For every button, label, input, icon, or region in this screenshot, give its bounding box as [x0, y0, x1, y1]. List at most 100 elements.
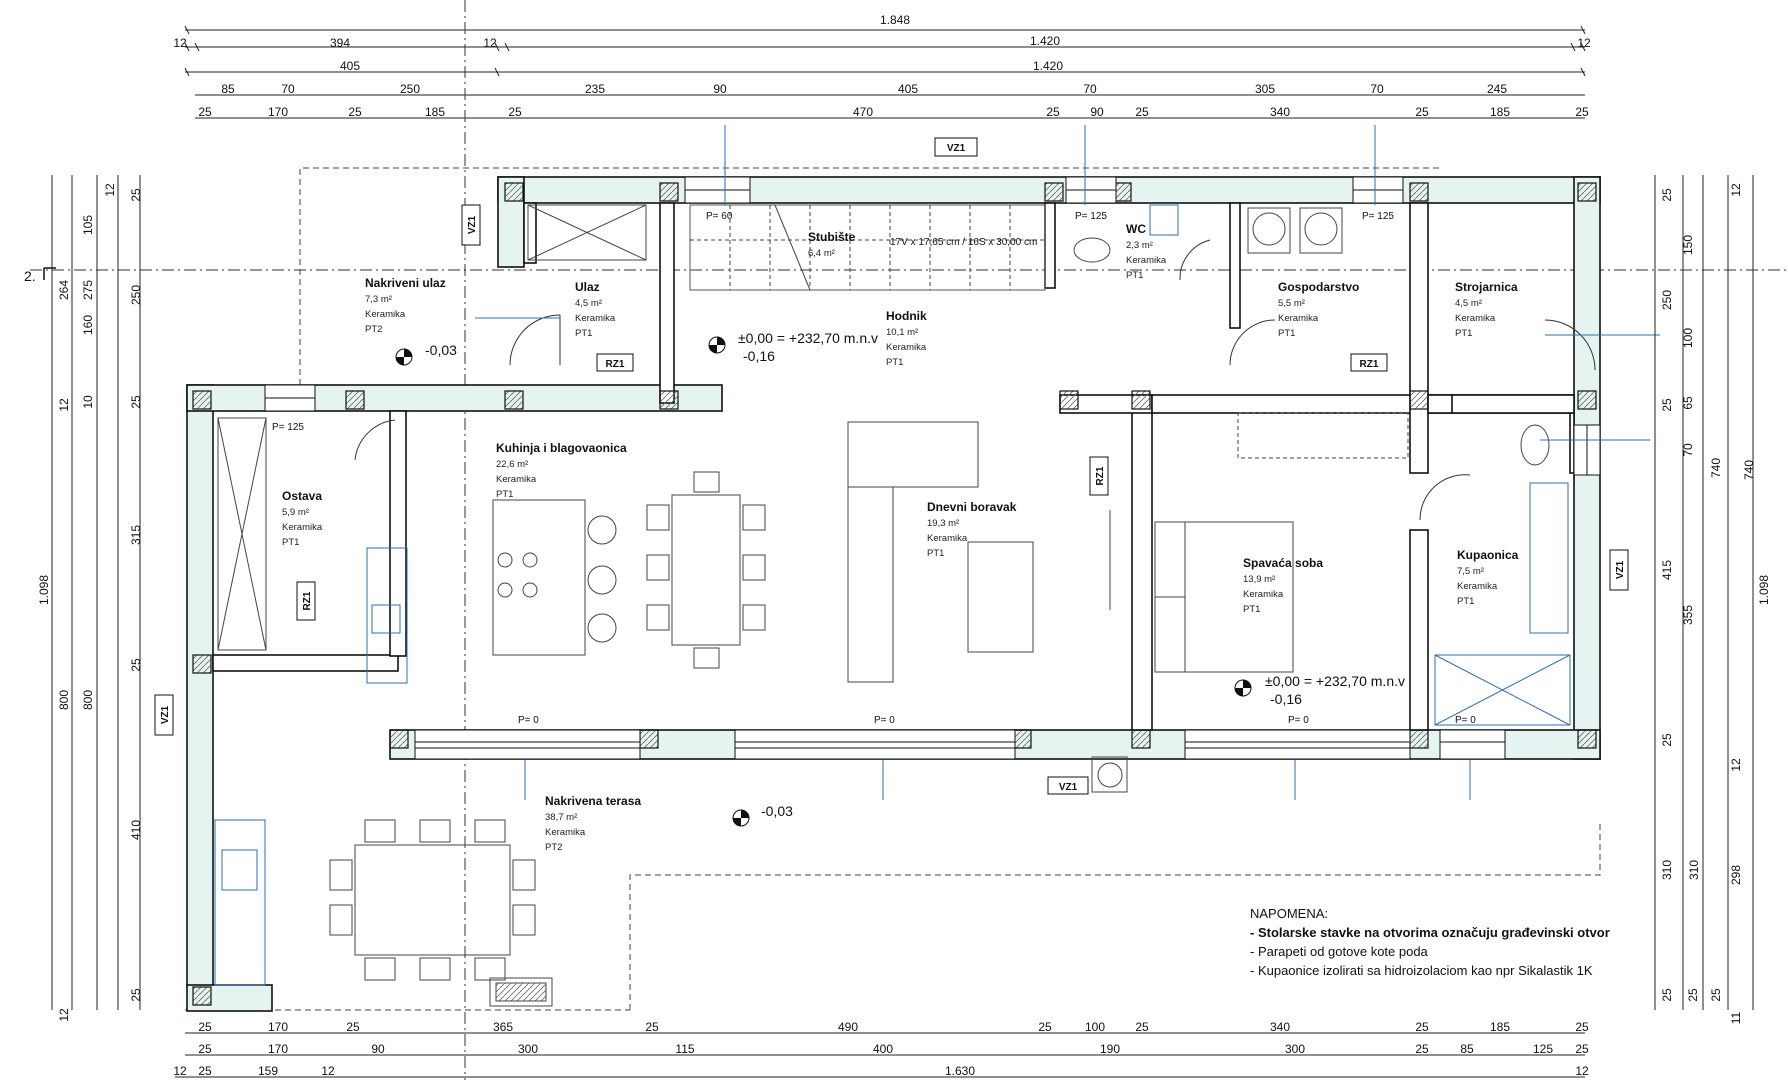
- dim-label: 25: [129, 988, 143, 1002]
- opening-p125: P= 125: [272, 422, 304, 433]
- dim-label: 394: [330, 36, 350, 50]
- dim-label: 25: [1709, 988, 1723, 1002]
- opening-p0: P= 0: [518, 715, 539, 726]
- room-code: PT1: [927, 548, 944, 559]
- tag-rz1: RZ1: [606, 359, 625, 370]
- room-name: Dnevni boravak: [927, 500, 1017, 514]
- room-code: PT1: [282, 537, 299, 548]
- opening-p125: P= 125: [1362, 211, 1394, 222]
- room-name: Ostava: [282, 489, 322, 503]
- room-code: PT1: [1243, 604, 1260, 615]
- dim-label: 1.098: [1757, 575, 1771, 605]
- dim-label: 170: [268, 1042, 288, 1056]
- stair-note: 17V x 17,65 cm / 16S x 30,00 cm: [890, 237, 1037, 248]
- dim-label: 25: [1660, 188, 1674, 202]
- top-dim-ticks: [184, 25, 1586, 77]
- dim-label: 185: [1490, 105, 1510, 119]
- room-material: Keramika: [575, 313, 616, 324]
- left-dimensions: [51, 175, 141, 1010]
- room-code: PT2: [365, 324, 382, 335]
- opening-p60: P= 60: [706, 211, 733, 222]
- right-dimensions: [1654, 175, 1754, 1010]
- dim-total-top: 1.848: [880, 13, 910, 27]
- dim-label: 410: [129, 820, 143, 840]
- room-ostava: Ostava 5,9 m² Keramika PT1: [282, 489, 323, 548]
- note-line-3: - Kupaonice izolirati sa hidroizolaciom …: [1250, 963, 1593, 978]
- top-dim-row5: 25 170 25 185 25 470 25 90 25 340 25 185…: [198, 105, 1589, 119]
- bottom-dim-row1: 25 170 25 365 25 490 25 100 25 340 25 18…: [198, 1020, 1589, 1034]
- room-area: 4,5 m²: [575, 298, 602, 309]
- dim-label: 12: [1577, 36, 1591, 50]
- dim-label: 65: [1681, 396, 1695, 410]
- level-marker-bedroom: ±0,00 = +232,70 m.n.v -0,16: [1234, 673, 1405, 707]
- dim-label: 25: [1575, 105, 1589, 119]
- room-name: Kuhinja i blagovaonica: [496, 441, 627, 455]
- blue-guides: [475, 125, 1660, 800]
- opening-labels: P= 60 P= 125 P= 125 P= 125 P= 0 P= 0 P= …: [272, 211, 1476, 726]
- tag-rz1: RZ1: [1095, 466, 1106, 485]
- dim-label: 25: [1415, 105, 1429, 119]
- tag-vz1: VZ1: [947, 143, 966, 154]
- dim-label: 800: [57, 690, 71, 710]
- dim-label: 740: [1742, 460, 1756, 480]
- dim-label: 25: [348, 105, 362, 119]
- dim-label: 25: [1415, 1020, 1429, 1034]
- level-bedroom: ±0,00 = +232,70 m.n.v: [1265, 673, 1405, 689]
- tag-vz1: VZ1: [467, 215, 478, 234]
- opening-p0: P= 0: [1288, 715, 1309, 726]
- top-dim-row3: 405 1.420: [340, 59, 1063, 73]
- section-lines: [30, 0, 1788, 1080]
- room-kuhinja: Kuhinja i blagovaonica 22,6 m² Keramika …: [496, 441, 627, 500]
- room-dnevni: Dnevni boravak 19,3 m² Keramika PT1: [927, 500, 1017, 559]
- top-dim-row2: 12 394 12 1.420 12: [173, 34, 1591, 50]
- dim-label: 170: [268, 1020, 288, 1034]
- room-material: Keramika: [927, 533, 968, 544]
- dim-label: 415: [1660, 560, 1674, 580]
- level-marker-entry: -0,03: [395, 342, 457, 366]
- dim-label: 12: [173, 1064, 187, 1078]
- room-code: PT1: [1457, 596, 1474, 607]
- right-dim-col4: 740 1.098 25 25: [1686, 460, 1771, 1002]
- room-code: PT1: [1126, 270, 1143, 281]
- room-spavaca: Spavaća soba 13,9 m² Keramika PT1: [1243, 556, 1323, 615]
- room-stubiste: Stubište 6,4 m² 17V x 17,65 cm / 16S x 3…: [808, 230, 1037, 259]
- dim-label: 90: [1090, 105, 1104, 119]
- level-marker-terrace: -0,03: [732, 803, 793, 827]
- right-dim-col3: 12 740 12 298 11: [1709, 183, 1743, 1024]
- dim-label: 25: [1575, 1042, 1589, 1056]
- dim-label: 25: [346, 1020, 360, 1034]
- dim-label: 490: [838, 1020, 858, 1034]
- left-dim-col2: 264 12 800 12: [57, 280, 71, 1022]
- tag-rz1: RZ1: [302, 591, 313, 610]
- dim-label: 250: [129, 285, 143, 305]
- top-dim-row4: 85 70 250 235 90 405 70 305 70 245: [221, 82, 1507, 96]
- dim-label: 70: [1681, 443, 1695, 457]
- dim-label: 400: [873, 1042, 893, 1056]
- dim-label: 275: [81, 280, 95, 300]
- bottom-dim-row2: 25 170 90 300 115 400 190 300 25 85 125 …: [198, 1042, 1589, 1056]
- dim-label: 12: [483, 36, 497, 50]
- room-code: PT1: [886, 357, 903, 368]
- room-area: 10,1 m²: [886, 327, 918, 338]
- dim-label: 245: [1487, 82, 1507, 96]
- tag-vz1: VZ1: [160, 705, 171, 724]
- dim-label: 25: [198, 1042, 212, 1056]
- bottom-dimensions: [175, 1032, 1585, 1078]
- level-main: ±0,00 = +232,70 m.n.v: [738, 330, 878, 346]
- dim-label: 1.630: [945, 1064, 975, 1078]
- dim-label: 25: [129, 188, 143, 202]
- dim-label: 115: [675, 1042, 694, 1056]
- tag-rz1: RZ1: [1360, 359, 1379, 370]
- dim-label: 25: [508, 105, 522, 119]
- room-material: Keramika: [1455, 313, 1496, 324]
- level-marker-main: ±0,00 = +232,70 m.n.v -0,16: [708, 330, 878, 364]
- dim-label: 298: [1729, 865, 1743, 885]
- furniture: [214, 204, 1571, 1007]
- room-area: 38,7 m²: [545, 812, 577, 823]
- right-dim-col1: 25 150 250 25 70 415 25 310 25: [1660, 188, 1695, 1002]
- dim-label: 300: [518, 1042, 538, 1056]
- room-hodnik: Hodnik 10,1 m² Keramika PT1: [886, 309, 927, 368]
- room-area: 6,4 m²: [808, 248, 835, 259]
- dim-label: 10: [81, 395, 95, 409]
